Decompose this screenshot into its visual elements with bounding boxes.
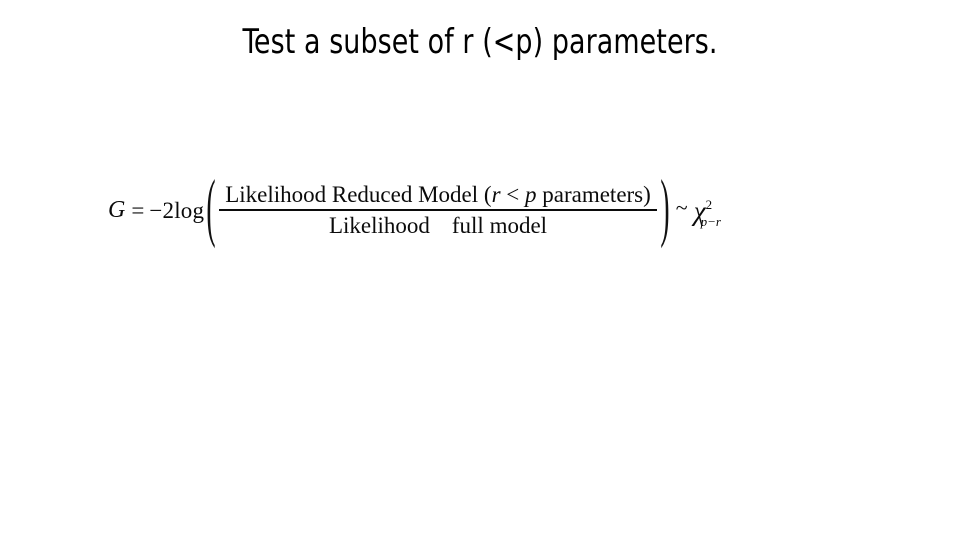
chi-squared-term: χ 2 p−r bbox=[693, 195, 726, 228]
chi-superscript: 2 bbox=[705, 196, 713, 212]
equation-variable-g: G bbox=[108, 197, 126, 223]
equation-left-hand-side: G = −2log bbox=[108, 198, 204, 222]
numerator-text-after: parameters) bbox=[536, 182, 651, 207]
minus-two-log-term: −2log bbox=[149, 197, 205, 223]
chi-symbol: χ bbox=[693, 195, 706, 226]
equals-sign: = bbox=[131, 197, 145, 223]
fraction: Likelihood Reduced Model (r < p paramete… bbox=[219, 183, 657, 237]
page-title: Test a subset of r (<p) parameters. bbox=[242, 22, 718, 62]
chi-scripts: 2 p−r bbox=[701, 196, 726, 228]
fraction-bar bbox=[219, 209, 657, 211]
open-paren-icon: ( bbox=[206, 165, 216, 250]
numerator-relation: < bbox=[500, 182, 525, 207]
denominator-left-text: Likelihood bbox=[328, 213, 430, 238]
numerator-italic-r: r bbox=[491, 182, 501, 207]
fraction-numerator: Likelihood Reduced Model (r < p paramete… bbox=[219, 183, 657, 209]
distributed-as-tilde: ~ bbox=[675, 195, 688, 220]
numerator-text-before: Likelihood Reduced Model ( bbox=[225, 182, 492, 207]
fraction-denominator: Likelihood full model bbox=[219, 211, 657, 237]
equation-block: G = −2log ( Likelihood Reduced Model (r … bbox=[108, 169, 726, 246]
chi-subscript: p−r bbox=[700, 213, 721, 229]
close-paren-icon: ) bbox=[660, 165, 670, 250]
denominator-right-text: full model bbox=[451, 213, 548, 238]
numerator-italic-p: p bbox=[525, 182, 537, 207]
